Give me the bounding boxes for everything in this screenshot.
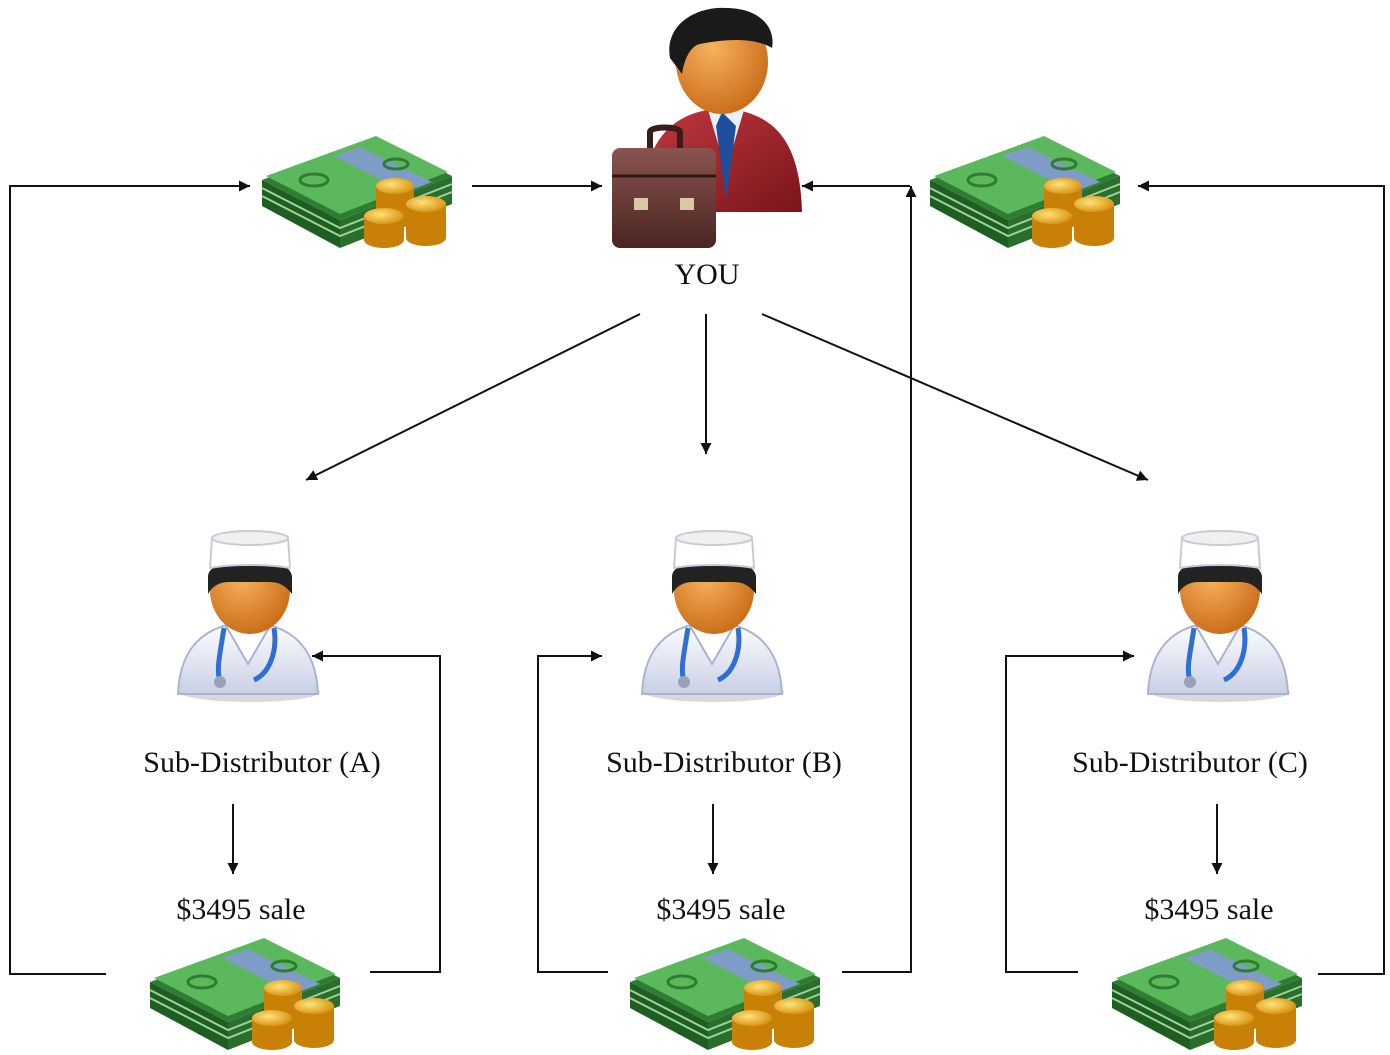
loop-b-to-doctor — [537, 650, 608, 973]
cash-stack-and-coins-icon — [628, 936, 822, 1052]
connectors — [9, 180, 1385, 975]
businessman-with-briefcase-icon — [612, 7, 802, 248]
loop-c-to-top-money — [1138, 180, 1385, 975]
sale-b-label: $3495 sale — [656, 893, 786, 926]
sale-a-label: $3495 sale — [176, 893, 306, 926]
cash-stack-and-coins-icon — [260, 134, 454, 250]
doctor-icon — [178, 531, 320, 702]
you-label: YOU — [674, 258, 740, 291]
cash-stack-and-coins-icon — [148, 936, 342, 1052]
loop-b-to-you — [842, 186, 917, 973]
sub-distributor-b-label: Sub-Distributor (B) — [606, 746, 842, 779]
sale-c-label: $3495 sale — [1144, 893, 1274, 926]
arrow-you-to-a — [305, 313, 641, 481]
loop-a-to-top-money — [9, 180, 250, 975]
cash-stack-and-coins-icon — [928, 134, 1122, 250]
doctor-icon — [642, 531, 784, 702]
arrow-you-to-c — [761, 313, 1149, 481]
sub-distributor-a-label: Sub-Distributor (A) — [143, 746, 381, 779]
loop-a-to-doctor — [312, 650, 441, 973]
sub-distributor-c-label: Sub-Distributor (C) — [1072, 746, 1308, 779]
loop-c-to-doctor — [1005, 650, 1134, 973]
doctor-icon — [1148, 531, 1290, 702]
cash-stack-and-coins-icon — [1110, 936, 1304, 1052]
